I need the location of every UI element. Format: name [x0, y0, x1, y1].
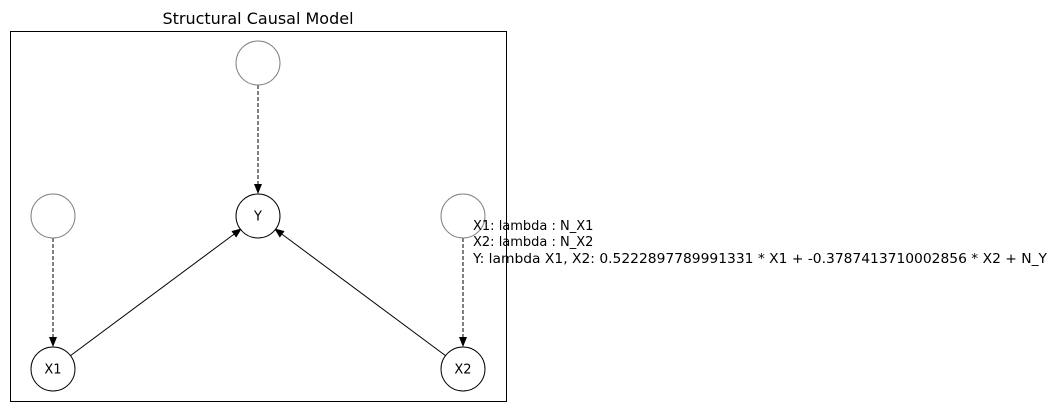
equation-x1: X1: lambda : N_X1 — [473, 219, 593, 234]
edge-x2-to-y — [274, 228, 447, 357]
diagram-title: Structural Causal Model — [162, 9, 353, 28]
node-x2-label: X2 — [454, 363, 471, 378]
noise-node-x1 — [30, 193, 76, 239]
noise-node-y — [235, 40, 281, 86]
node-x1 — [30, 346, 76, 392]
node-x2 — [440, 346, 486, 392]
edge-x1-to-y — [69, 228, 242, 357]
node-y — [235, 193, 281, 239]
equation-x2: X2: lambda : N_X2 — [473, 235, 593, 250]
plot-frame — [10, 31, 507, 402]
noise-node-x2 — [440, 193, 486, 239]
equation-y: Y: lambda X1, X2: 0.5222897789991331 * X… — [472, 252, 1047, 267]
node-y-label: Y — [253, 210, 262, 225]
node-x1-label: X1 — [44, 363, 61, 378]
